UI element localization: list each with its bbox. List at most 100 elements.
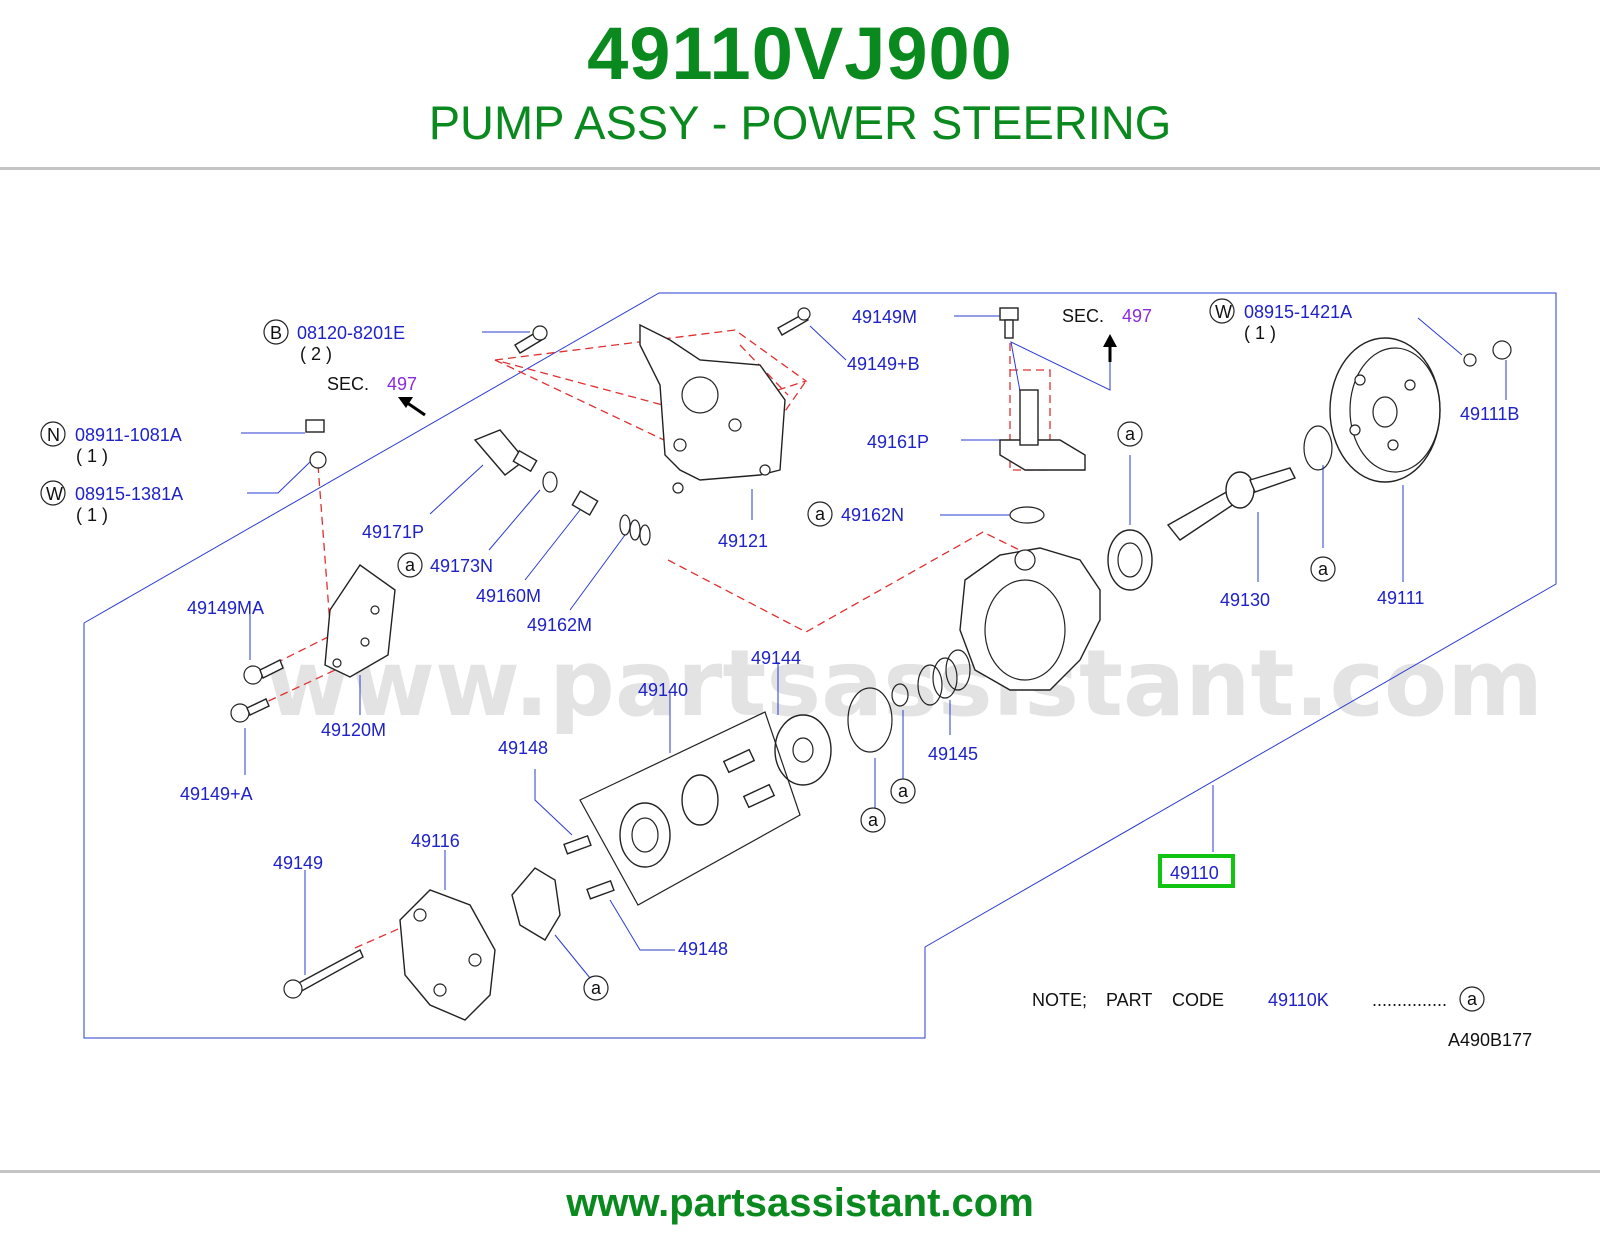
leader-lines	[241, 315, 1507, 979]
part-label-49162n[interactable]: 49162N	[841, 505, 904, 525]
part-label-49130[interactable]: 49130	[1220, 590, 1270, 610]
part-label-49149[interactable]: 49149	[273, 853, 323, 873]
sec-label: SEC.	[327, 374, 369, 394]
ref-bubble-a: a	[1117, 421, 1143, 447]
part-label-49148[interactable]: 49148	[678, 939, 728, 959]
ref-bubble-a: a	[860, 807, 886, 833]
bolt-49149b-shape	[777, 307, 811, 336]
svg-text:49110K: 49110K	[1268, 990, 1329, 1010]
svg-text:08915-1421A: 08915-1421A	[1244, 302, 1352, 322]
oring-49162n-shape	[1009, 506, 1045, 524]
svg-text:( 1 ): ( 1 )	[76, 505, 108, 525]
long-bolt-49149-shape	[283, 949, 364, 999]
svg-text:( 1 ): ( 1 )	[1244, 323, 1276, 343]
footer-url[interactable]: www.partsassistant.com	[566, 1181, 1034, 1225]
ref-bubble-a: a	[807, 501, 833, 527]
svg-text:B: B	[270, 323, 282, 343]
ref-bubble-a: a	[1310, 556, 1336, 582]
footer-divider	[0, 1170, 1600, 1173]
svg-text:08915-1381A: 08915-1381A	[75, 484, 183, 504]
callout-08915-1381a[interactable]: W 08915-1381A ( 1 )	[40, 480, 183, 525]
svg-text:08120-8201E: 08120-8201E	[297, 323, 405, 343]
connector-49161p-shape	[999, 389, 1086, 471]
svg-text:W: W	[46, 484, 63, 504]
callout-08911-1081a[interactable]: N 08911-1081A ( 1 )	[40, 421, 182, 466]
header-divider	[0, 167, 1600, 170]
svg-text:a: a	[1125, 424, 1136, 444]
svg-text:...............: ...............	[1372, 990, 1447, 1010]
plate-49144-shape	[774, 714, 832, 786]
svg-text:NOTE;: NOTE;	[1032, 990, 1087, 1010]
part-label-49144[interactable]: 49144	[751, 648, 801, 668]
oring-49144-shape	[847, 683, 909, 753]
sec-label: SEC.	[1062, 306, 1104, 326]
nut-washer-49111b-shape	[1463, 340, 1512, 367]
bracket-49121-shape	[639, 323, 786, 494]
shaft-49130-shape	[1166, 467, 1296, 541]
svg-text:a: a	[1318, 559, 1329, 579]
part-label-49149ma[interactable]: 49149MA	[187, 598, 264, 618]
ref-bubble-a: a	[583, 975, 609, 1001]
part-label-49116[interactable]: 49116	[411, 831, 460, 851]
svg-text:PART: PART	[1106, 990, 1152, 1010]
highlighted-part-49110[interactable]: 49110	[1158, 854, 1235, 888]
svg-text:a: a	[1467, 989, 1478, 1009]
callout-08915-1421a[interactable]: W 08915-1421A ( 1 )	[1209, 298, 1352, 343]
part-label-49171p[interactable]: 49171P	[362, 522, 424, 542]
part-label-49149m[interactable]: 49149M	[852, 307, 917, 327]
part-label-49149b[interactable]: 49149+B	[847, 354, 920, 374]
pins-49148-shape	[563, 834, 615, 900]
svg-text:a: a	[898, 781, 909, 801]
ref-bubble-a: a	[890, 778, 916, 804]
svg-text:a: a	[815, 504, 826, 524]
svg-text:CODE: CODE	[1172, 990, 1224, 1010]
cover-49116-shape	[399, 889, 496, 1021]
callout-08120-8201e[interactable]: B 08120-8201E ( 2 )	[263, 319, 405, 364]
pump-body-shape	[959, 547, 1101, 691]
part-label-49148[interactable]: 49148	[498, 738, 548, 758]
part-label-49162m[interactable]: 49162M	[527, 615, 592, 635]
note-part-code: NOTE; PART CODE 49110K ............... a	[1032, 986, 1485, 1012]
sec-number-link[interactable]: 497	[387, 374, 417, 394]
svg-text:a: a	[405, 555, 416, 575]
small-parts-49173n-49160m-49162m	[542, 471, 651, 546]
part-label-49111b[interactable]: 49111B	[1460, 404, 1519, 424]
nut-washer-08911-shape	[305, 419, 327, 469]
part-label-49111[interactable]: 49111	[1377, 588, 1424, 608]
cartridge-49140-shape	[579, 711, 801, 906]
bolts-49149ma-49149a-shape	[230, 659, 284, 723]
arrow-icon	[1103, 334, 1117, 362]
bolt-08120-shape	[514, 325, 548, 354]
watermark-text: www.partsassistant.com	[265, 630, 1543, 737]
arrow-icon	[398, 397, 426, 417]
spring-49145-shape	[917, 649, 971, 706]
svg-text:08911-1081A: 08911-1081A	[75, 425, 182, 445]
bolt-49149m-shape	[999, 307, 1019, 339]
svg-text:( 1 ): ( 1 )	[76, 446, 108, 466]
gasket-shape	[511, 867, 561, 941]
part-number-title: 49110VJ900	[587, 12, 1013, 95]
part-label-49149a[interactable]: 49149+A	[180, 784, 253, 804]
part-label-49120m[interactable]: 49120M	[321, 720, 386, 740]
svg-text:N: N	[47, 425, 60, 445]
assembly-boundary	[83, 292, 1557, 1039]
valve-49171p-shape	[473, 429, 538, 476]
svg-text:a: a	[868, 810, 879, 830]
ref-bubble-a: a	[397, 552, 423, 578]
sec-number-link[interactable]: 497	[1122, 306, 1152, 326]
part-label-49121[interactable]: 49121	[718, 531, 768, 551]
svg-text:a: a	[591, 978, 602, 998]
part-label-49160m[interactable]: 49160M	[476, 586, 541, 606]
snap-ring-shape	[1303, 425, 1333, 471]
seal-shape	[1107, 529, 1153, 591]
bracket-49120m-shape	[324, 564, 396, 678]
part-label-49140[interactable]: 49140	[638, 680, 688, 700]
part-label-49161p[interactable]: 49161P	[867, 432, 929, 452]
part-label-49173n[interactable]: 49173N	[430, 556, 493, 576]
part-description: PUMP ASSY - POWER STEERING	[428, 96, 1172, 149]
svg-text:49110: 49110	[1170, 863, 1219, 883]
diagram-code: A490B177	[1448, 1030, 1532, 1050]
svg-text:W: W	[1215, 302, 1232, 322]
part-label-49145[interactable]: 49145	[928, 744, 978, 764]
